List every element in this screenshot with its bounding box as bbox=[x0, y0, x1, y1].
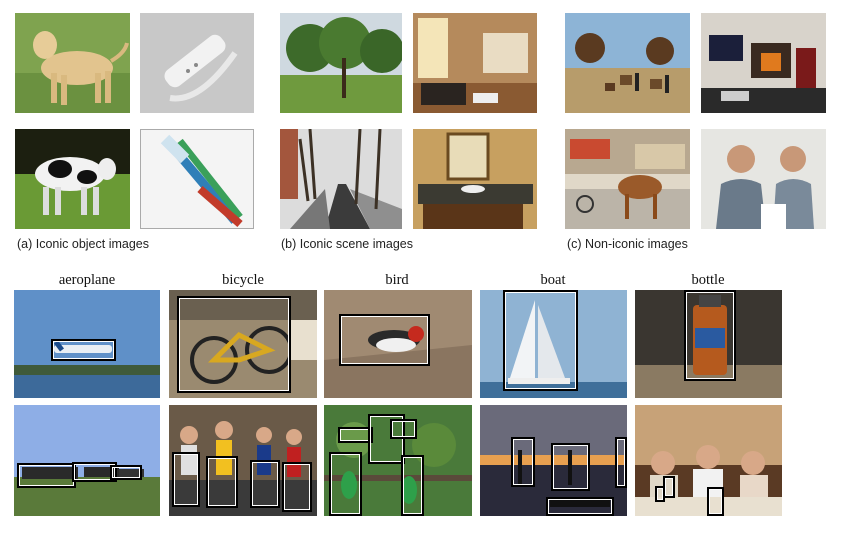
caption-iconic-scene: (b) Iconic scene images bbox=[281, 237, 414, 251]
photo-bicycle-iconic bbox=[169, 290, 317, 398]
bbox-bird-4 bbox=[329, 452, 362, 516]
bbox-bicycle-4 bbox=[282, 462, 312, 512]
bbox-bird-2 bbox=[368, 414, 405, 464]
bbox-bicycle-1 bbox=[172, 452, 200, 507]
bbox-aeroplane-3 bbox=[110, 465, 142, 480]
bbox-bottle-2 bbox=[663, 476, 675, 498]
bbox-bird-3 bbox=[390, 419, 417, 439]
bbox-bottle-3 bbox=[707, 487, 724, 516]
photo-bird-iconic bbox=[324, 290, 472, 398]
class-label-bicycle: bicycle bbox=[222, 272, 264, 288]
bbox-bird-5 bbox=[401, 455, 424, 516]
photo-street bbox=[280, 129, 402, 229]
photo-living-room-tv bbox=[701, 13, 826, 113]
photo-cow bbox=[15, 129, 130, 229]
class-label-aeroplane: aeroplane bbox=[58, 272, 116, 288]
caption-non-iconic: (c) Non-iconic images bbox=[567, 237, 688, 251]
photo-street-cow bbox=[565, 129, 690, 229]
bbox-bird-1 bbox=[338, 427, 373, 443]
photo-man-mirror bbox=[701, 129, 826, 229]
bbox-bottle bbox=[684, 290, 736, 381]
bbox-aeroplane-1 bbox=[17, 463, 76, 488]
caption-iconic-object: (a) Iconic object images bbox=[17, 237, 150, 251]
bbox-boat-1 bbox=[511, 437, 535, 487]
class-label-bird: bird bbox=[385, 272, 409, 288]
bbox-bicycle bbox=[177, 296, 291, 393]
bbox-boat bbox=[503, 290, 578, 391]
photo-dog bbox=[15, 13, 130, 113]
photo-bicycle-noniconic bbox=[169, 405, 317, 516]
bbox-boat-4 bbox=[546, 497, 614, 516]
bbox-boat-2 bbox=[551, 443, 590, 491]
photo-aeroplane-iconic bbox=[14, 290, 160, 398]
bbox-aeroplane bbox=[51, 339, 116, 361]
bbox-boat-3 bbox=[615, 437, 627, 488]
photo-bathroom bbox=[413, 129, 537, 229]
photo-wii-remote bbox=[140, 13, 254, 113]
bbox-bird bbox=[339, 314, 430, 366]
class-label-boat: boat bbox=[540, 272, 566, 288]
photo-aeroplane-noniconic bbox=[14, 405, 160, 516]
class-label-bottle: bottle bbox=[691, 272, 725, 288]
photo-park bbox=[280, 13, 402, 113]
photo-bird-noniconic bbox=[324, 405, 472, 516]
bbox-aeroplane-2 bbox=[72, 462, 117, 482]
photo-living-room bbox=[413, 13, 537, 113]
bbox-bicycle-2 bbox=[206, 456, 238, 508]
photo-people-dogs-park bbox=[565, 13, 690, 113]
photo-toothbrush bbox=[140, 129, 254, 229]
bbox-bicycle-3 bbox=[250, 460, 280, 508]
